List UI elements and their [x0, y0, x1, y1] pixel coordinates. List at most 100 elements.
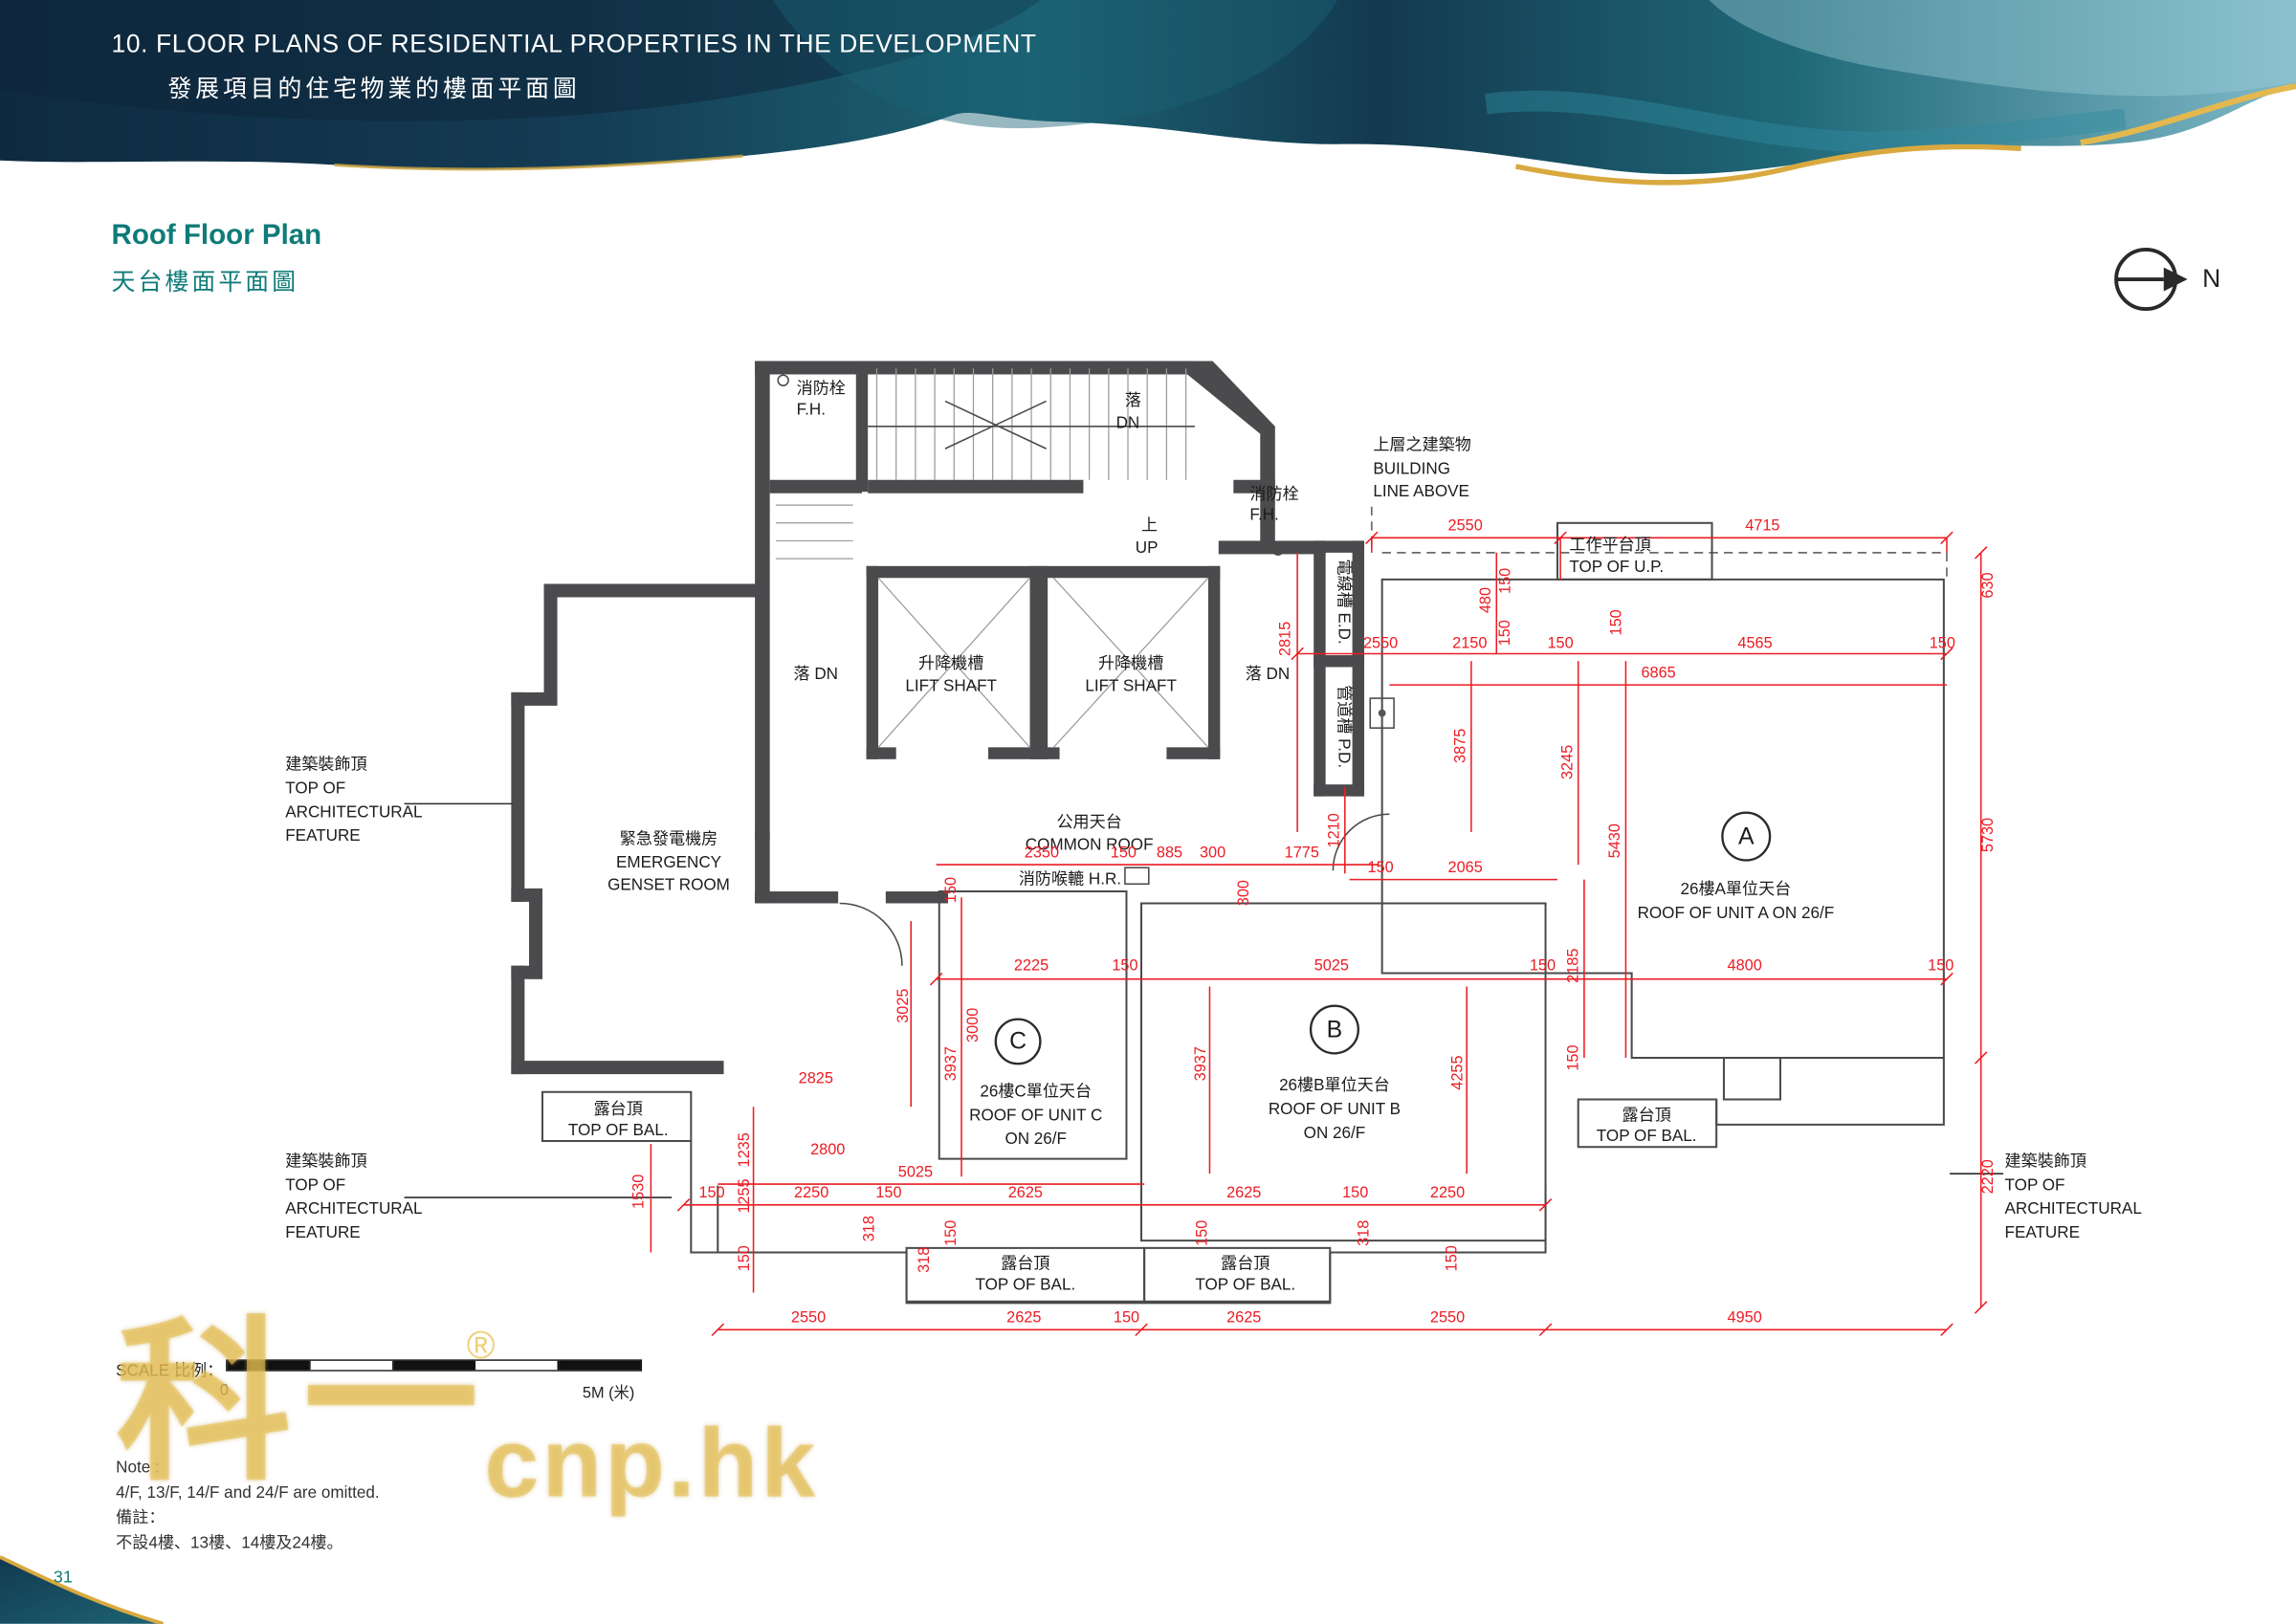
- scale-segment: [559, 1360, 641, 1371]
- dimension-label: 3000: [964, 1008, 982, 1042]
- plan-label: 電線槽 E.D.: [1336, 560, 1354, 645]
- scale-label: SCALE 比例：: [116, 1362, 224, 1381]
- plan-label: EMERGENCY: [616, 853, 722, 871]
- dimension-label: 1235: [736, 1132, 753, 1167]
- plan-label: C: [1009, 1029, 1027, 1055]
- plan-label: LIFT SHAFT: [1085, 676, 1177, 694]
- plan-label: 26樓B單位天台: [1279, 1076, 1390, 1094]
- dimension-label: 2220: [1979, 1159, 1997, 1194]
- plan-label: TOP OF BAL.: [1195, 1275, 1295, 1293]
- dimension-label: 5430: [1606, 823, 1623, 858]
- dimension-label: 150: [1368, 859, 1394, 876]
- dimension-label: 2250: [794, 1184, 828, 1201]
- plan-label: 露台頂: [1221, 1255, 1269, 1273]
- plan-label: ROOF OF UNIT B: [1269, 1100, 1401, 1118]
- plan-label: 落: [1125, 391, 1141, 409]
- banner-artwork: [0, 0, 2296, 186]
- dimension-label: 150: [1565, 1044, 1582, 1070]
- dimension-label: 150: [1111, 844, 1137, 861]
- dimension-label: 1210: [1326, 813, 1343, 847]
- dimension-label: 318: [916, 1247, 933, 1273]
- dimension-label: 318: [860, 1216, 877, 1241]
- plan-label: ARCHITECTURAL: [285, 802, 422, 821]
- banner-shadow-streak: [0, 0, 1041, 121]
- plan-label: 上層之建築物: [1373, 436, 1470, 454]
- dimension-label: 4715: [1745, 517, 1779, 535]
- roof-unit-a-area: [1380, 578, 1945, 1060]
- dimension-label: 2550: [1430, 1309, 1465, 1327]
- note-title-zh: 備註：: [116, 1509, 166, 1527]
- dimension-label: 300: [1235, 880, 1252, 906]
- plan-label: FEATURE: [285, 826, 360, 845]
- plan-label: 建築裝飾頂: [2005, 1152, 2086, 1170]
- plan-label: 落 DN: [794, 665, 839, 683]
- parapet-outlines: [541, 521, 1945, 1305]
- dimension-label: 3937: [942, 1046, 960, 1081]
- stair-treads: [875, 368, 1187, 480]
- plan-label: DN: [1116, 413, 1140, 431]
- dimension-label: 4950: [1728, 1309, 1762, 1327]
- dimension-label: 150: [1342, 1184, 1368, 1201]
- unit-a-circle: [1721, 811, 1772, 862]
- plan-label: 露台頂: [1623, 1106, 1671, 1124]
- door-swing: [1332, 813, 1390, 871]
- plan-label: ON 26/F: [1304, 1124, 1366, 1142]
- scale-segment: [227, 1360, 309, 1371]
- plan-label: UP: [1136, 538, 1159, 557]
- section-title-en: Roof Floor Plan: [111, 219, 322, 252]
- plan-label: 建築裝飾頂: [285, 1152, 366, 1170]
- stair-direction-cross: [944, 400, 1047, 450]
- page-number: 31: [53, 1569, 73, 1588]
- scale-segment: [308, 1360, 394, 1371]
- hose-reel-icon: [1124, 867, 1150, 886]
- plan-label: LINE ABOVE: [1373, 482, 1469, 500]
- plan-label: COMMON ROOF: [1026, 836, 1154, 854]
- plan-label: FEATURE: [285, 1223, 360, 1241]
- plan-label: TOP OF: [2005, 1175, 2065, 1194]
- north-arrow-icon: [2114, 248, 2188, 312]
- plan-label: ROOF OF UNIT C: [969, 1106, 1102, 1124]
- dimension-label: 480: [1477, 587, 1494, 613]
- dimension-label: 2065: [1448, 859, 1483, 876]
- dimension-label: 630: [1979, 572, 1997, 598]
- plan-label: TOP OF: [285, 779, 345, 798]
- banner-gold-edge: [1514, 143, 2021, 186]
- plan-label: BUILDING: [1373, 460, 1450, 478]
- plan-label: TOP OF: [285, 1175, 345, 1194]
- door-swing: [839, 902, 903, 966]
- corner-artwork: [0, 1555, 164, 1624]
- dimension-label: 150: [1193, 1220, 1210, 1246]
- plan-label: A: [1738, 823, 1755, 849]
- dimension-label: 300: [1200, 844, 1225, 861]
- plan-label: 露台頂: [594, 1100, 643, 1118]
- dimension-label: 150: [698, 1184, 724, 1201]
- plan-label: ARCHITECTURAL: [2005, 1199, 2142, 1218]
- note-body-en: 4/F, 13/F, 14/F and 24/F are omitted.: [116, 1483, 380, 1503]
- dimension-label: 5025: [898, 1163, 933, 1180]
- plan-label: 26樓A單位天台: [1680, 880, 1791, 898]
- plan-label: FEATURE: [2005, 1223, 2080, 1241]
- dimension-label: 2550: [1363, 634, 1398, 651]
- dimension-label: 150: [1114, 1309, 1139, 1327]
- unit-circles: [994, 811, 1772, 1065]
- dimension-label: 150: [1443, 1245, 1460, 1271]
- dimension-label: 2625: [1226, 1184, 1261, 1201]
- balcony-top-left-box: [541, 1090, 693, 1143]
- plan-label: 上: [1141, 516, 1158, 535]
- scale-bar: [226, 1359, 643, 1372]
- dimension-label: 150: [1530, 956, 1556, 974]
- plan-label: 26樓C單位天台: [980, 1082, 1092, 1100]
- plan-label: 消防栓: [1249, 485, 1298, 503]
- plan-label: TOP OF BAL.: [975, 1275, 1075, 1293]
- dimension-label: 150: [1496, 568, 1513, 594]
- plan-label: 工作平台頂: [1569, 536, 1650, 554]
- dimension-label: 2185: [1565, 949, 1582, 983]
- north-arrow: N: [2110, 244, 2220, 316]
- dimension-label: 2625: [1006, 1309, 1041, 1327]
- plan-label: ROOF OF UNIT A ON 26/F: [1638, 904, 1835, 922]
- dimension-label: 150: [1928, 956, 1954, 974]
- plan-label: 緊急發電機房: [620, 829, 718, 847]
